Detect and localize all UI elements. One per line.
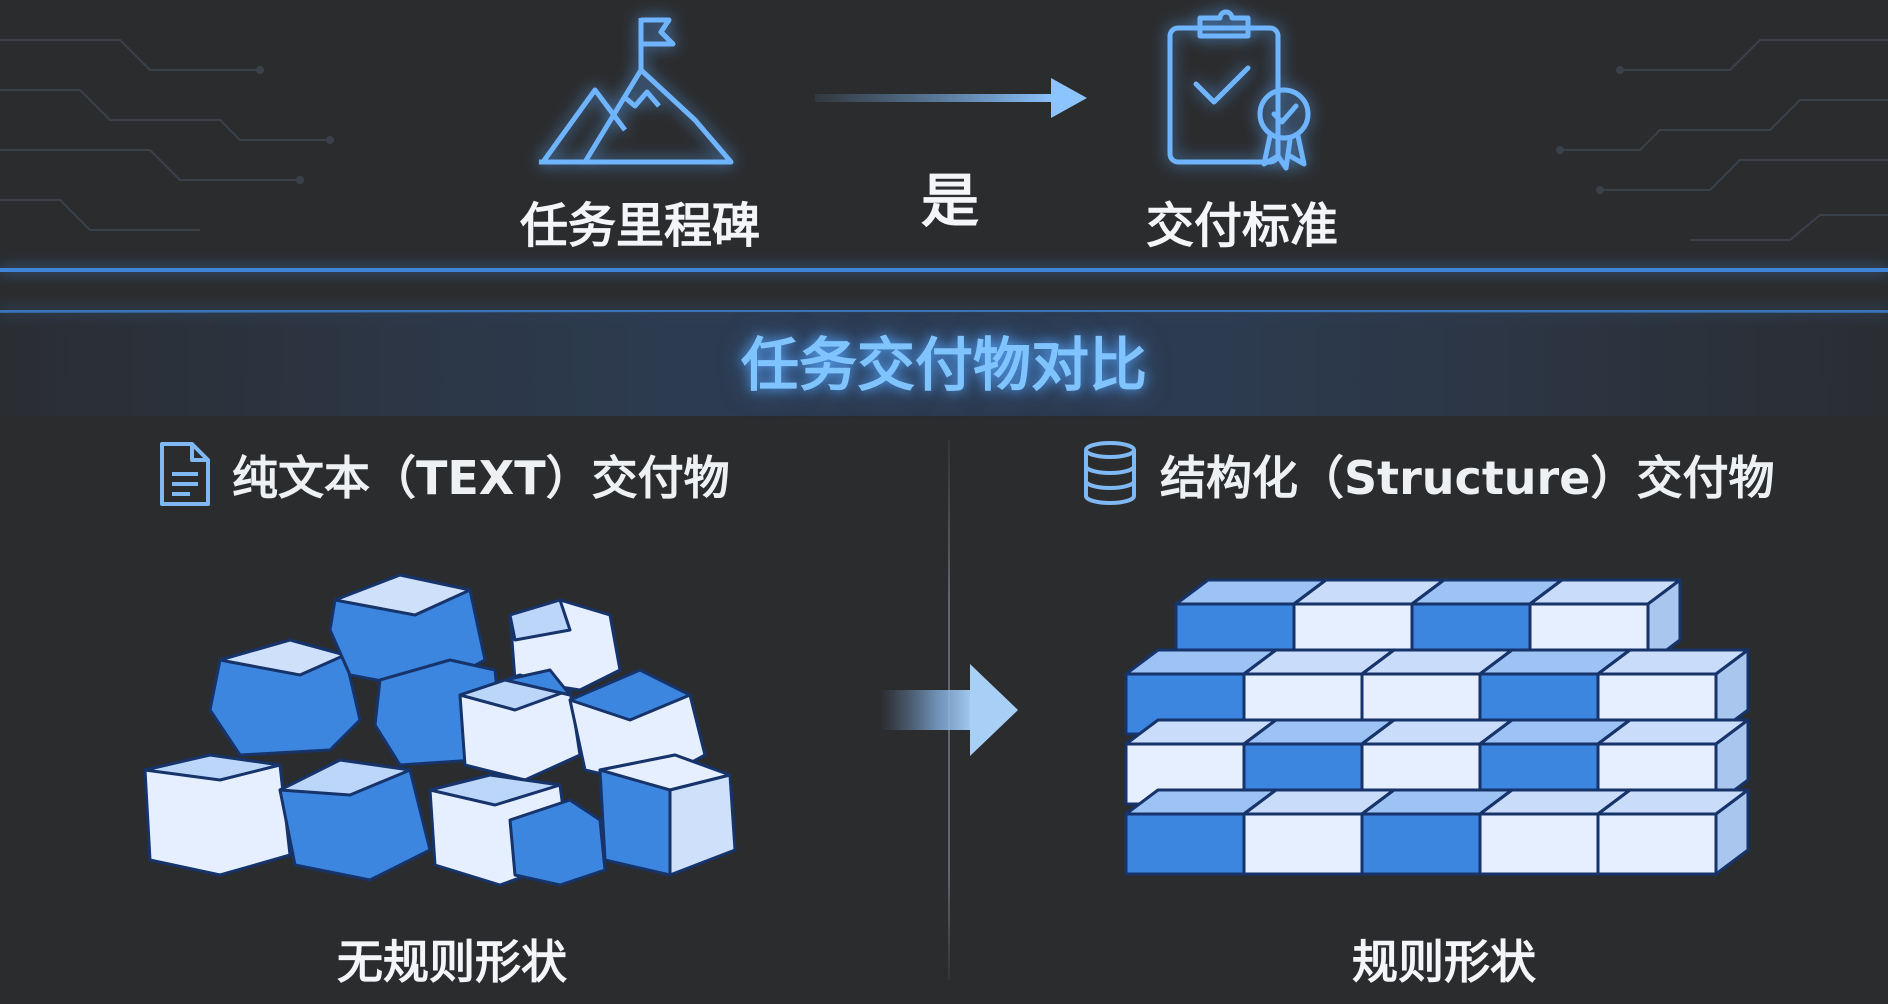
standard-label: 交付标准	[1145, 198, 1338, 254]
connector-text: 是	[920, 167, 979, 235]
circuit-background	[0, 39, 1888, 241]
clipboard-certified-icon	[1160, 6, 1330, 176]
section-title: 任务交付物对比	[740, 331, 1147, 399]
regular-caption: 规则形状	[1352, 935, 1536, 989]
section-title-band	[0, 312, 1888, 416]
mountain-flag-icon	[535, 10, 735, 170]
irregular-caption: 无规则形状	[337, 935, 567, 989]
top-separator	[0, 268, 1888, 272]
brick	[1596, 788, 1750, 876]
milestone-label: 任务里程碑	[519, 198, 760, 254]
database-icon	[1082, 440, 1138, 506]
right-arrow-icon	[815, 78, 1087, 118]
irregular-blocks-illustration	[143, 573, 737, 887]
structured-deliverable-heading: 结构化（Structure）交付物	[1160, 451, 1775, 505]
text-deliverable-heading: 纯文本（TEXT）交付物	[232, 451, 730, 505]
regular-bricks-illustration	[1124, 578, 1750, 876]
brick	[1478, 788, 1632, 876]
milestone-standard-panel: 任务里程碑 是 交付标准	[0, 0, 1888, 272]
transform-arrow-icon	[880, 664, 1018, 756]
document-icon	[158, 440, 212, 508]
band-top-line	[0, 310, 1888, 313]
